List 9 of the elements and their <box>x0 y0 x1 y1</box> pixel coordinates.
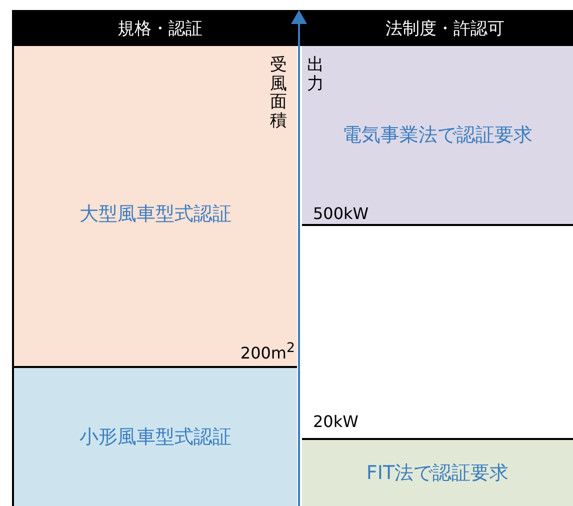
category-panel: 小形風車型式認証 <box>12 368 297 506</box>
category-panel: FIT法で認証要求 <box>302 438 573 506</box>
column-header: 規格・認証 <box>100 16 220 40</box>
threshold-label: 20kW <box>313 414 358 430</box>
threshold-label: 200m$^{2}$ <box>240 342 295 362</box>
axis-label: 出力 <box>307 56 324 94</box>
column-header: 法制度・許認可 <box>375 16 515 40</box>
threshold-label: 500kW <box>313 206 369 222</box>
axis-label: 受風面積 <box>270 56 287 131</box>
